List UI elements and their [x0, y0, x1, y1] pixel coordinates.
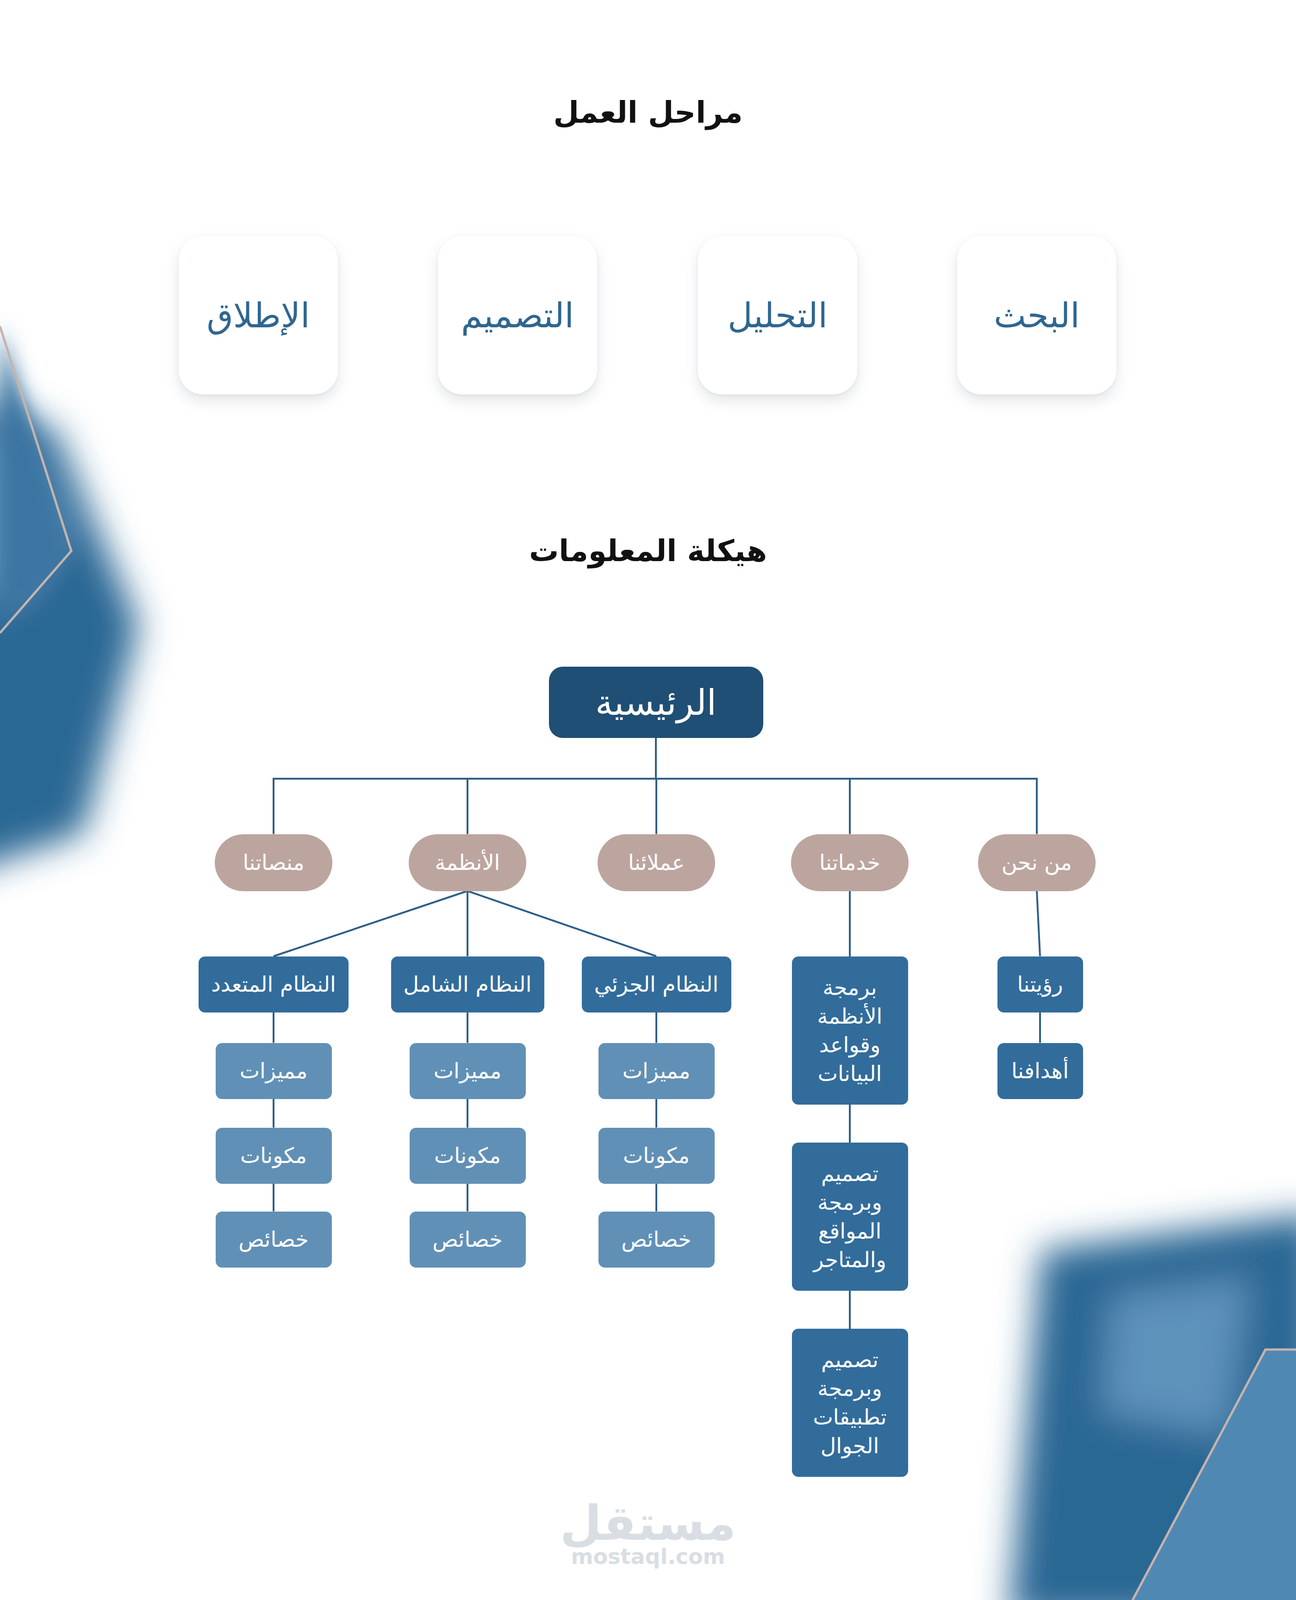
- detail-box: مميزات: [215, 1042, 332, 1099]
- node-text: النظام الجزئي: [594, 971, 719, 997]
- section-pill: منصاتنا: [214, 834, 333, 891]
- node-text: مميزات: [622, 1058, 691, 1084]
- node-text: النظام المتعدد: [211, 971, 337, 997]
- node-text: مكونات: [434, 1142, 501, 1168]
- tree-connector: [466, 1098, 469, 1128]
- detail-box: مميزات: [409, 1042, 526, 1099]
- detail-box: خصائص: [215, 1211, 332, 1268]
- tree-connector: [272, 1098, 275, 1128]
- section-pill: الأنظمة: [408, 834, 527, 891]
- watermark-url: mostaql.com: [571, 1543, 726, 1569]
- tree-connector: [273, 891, 468, 957]
- tree-connector: [467, 891, 657, 957]
- node-text: الإطلاق: [206, 295, 310, 336]
- root-box: الرئيسية: [548, 666, 764, 738]
- tree-connector: [848, 1290, 851, 1329]
- phase-card: الإطلاق: [178, 236, 338, 395]
- left-solid-shape: [0, 326, 72, 633]
- section-pill: خدماتنا: [791, 834, 909, 891]
- node-text: البحث: [993, 295, 1080, 336]
- right-blur-shape: [1009, 1212, 1296, 1600]
- subsection-box: النظام المتعدد: [198, 956, 349, 1013]
- node-text: مكونات: [623, 1142, 690, 1168]
- tree-connector: [466, 1183, 469, 1212]
- tree-connector: [466, 891, 469, 957]
- node-text: من نحن: [1001, 849, 1072, 875]
- node-text: تصميم وبرمجة تطبيقات الجوال: [802, 1345, 898, 1460]
- watermark: مستقل: [560, 1494, 736, 1552]
- section-pill: عملائنا: [597, 834, 716, 891]
- phase-card: التحليل: [697, 236, 858, 395]
- service-box: برمجة الأنظمة وقواعد البيانات: [791, 956, 909, 1105]
- tree-connector: [655, 1183, 658, 1212]
- detail-box: خصائص: [598, 1211, 715, 1268]
- node-text: أهدافنا: [1011, 1058, 1069, 1084]
- detail-box: مكونات: [409, 1127, 526, 1184]
- tree-connector: [655, 737, 1037, 835]
- page-title: مراحل العمل: [553, 95, 743, 130]
- phase-card: البحث: [957, 236, 1117, 395]
- right-solid-shape: [1132, 1349, 1296, 1600]
- detail-box: مكونات: [598, 1127, 715, 1184]
- section-heading: هيكلة المعلومات: [529, 533, 767, 568]
- phase-card: التصميم: [437, 236, 598, 395]
- tree-connector: [1036, 891, 1041, 957]
- node-text: النظام الشامل: [403, 971, 532, 997]
- left-edge-line: [0, 326, 72, 633]
- section-pill: من نحن: [978, 834, 1096, 891]
- tree-connector: [848, 891, 851, 957]
- node-text: خصائص: [432, 1226, 503, 1252]
- right-edge-line: [1132, 1349, 1296, 1600]
- node-text: برمجة الأنظمة وقواعد البيانات: [802, 972, 898, 1088]
- tree-connector: [1039, 1012, 1041, 1043]
- detail-box: مميزات: [598, 1042, 715, 1099]
- node-text: مكونات: [240, 1142, 307, 1168]
- node-text: خدماتنا: [819, 849, 881, 875]
- service-box: تصميم وبرمجة المواقع والمتاجر: [791, 1142, 909, 1291]
- tree-connector: [466, 1012, 469, 1043]
- node-text: التصميم: [461, 295, 574, 336]
- node-text: الأنظمة: [435, 849, 501, 875]
- tree-connector: [273, 737, 656, 835]
- subsection-box: النظام الجزئي: [581, 956, 732, 1013]
- tree-connector: [655, 737, 850, 835]
- node-text: خصائص: [621, 1226, 692, 1252]
- tree-connector: [848, 1104, 851, 1143]
- subsection-box: أهدافنا: [997, 1042, 1084, 1099]
- node-text: منصاتنا: [242, 849, 305, 875]
- node-text: تصميم وبرمجة المواقع والمتاجر: [802, 1158, 898, 1274]
- tree-connector: [655, 1012, 658, 1043]
- node-text: الرئيسية: [595, 681, 717, 723]
- tree-connector: [272, 1012, 275, 1043]
- detail-box: خصائص: [409, 1211, 526, 1268]
- node-text: مميزات: [239, 1058, 308, 1084]
- node-text: التحليل: [727, 295, 828, 336]
- node-text: رؤيتنا: [1016, 971, 1063, 997]
- service-box: تصميم وبرمجة تطبيقات الجوال: [791, 1328, 909, 1477]
- tree-connector: [655, 1098, 658, 1128]
- tree-connector: [467, 737, 656, 835]
- detail-box: مكونات: [215, 1127, 332, 1184]
- node-text: عملائنا: [628, 849, 685, 875]
- node-text: خصائص: [238, 1226, 309, 1252]
- subsection-box: النظام الشامل: [391, 956, 545, 1013]
- node-text: مميزات: [433, 1058, 502, 1084]
- tree-connector: [272, 1183, 275, 1212]
- subsection-box: رؤيتنا: [997, 956, 1084, 1013]
